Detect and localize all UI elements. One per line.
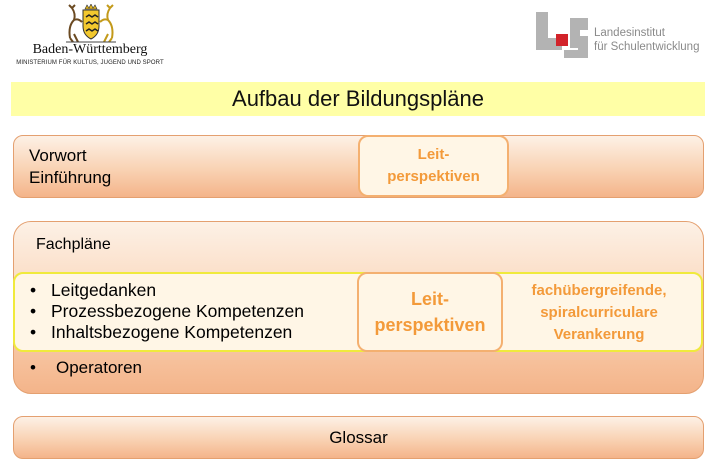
- landesinstitut-line2: für Schulentwicklung: [594, 41, 700, 53]
- fachplaene-list: Leitgedanken Prozessbezogene Kompetenzen…: [30, 280, 304, 343]
- landesinstitut-logo: Landesinstitut für Schulentwicklung: [534, 12, 710, 60]
- state-name: Baden-Württemberg: [32, 42, 148, 57]
- ls-logo-icon: [536, 12, 588, 58]
- ministry-name: MINISTERIUM FÜR KULTUS, JUGEND UND SPORT: [16, 60, 164, 66]
- leit-middle-line1: Leit-: [411, 289, 449, 309]
- glossar-panel: Glossar: [13, 416, 704, 459]
- leit-top-line1: Leit-: [417, 146, 450, 163]
- coat-of-arms-icon: [66, 4, 116, 43]
- leit-middle-line2: perspektiven: [374, 315, 486, 335]
- list-item: Inhaltsbezogene Kompetenzen: [30, 322, 304, 343]
- page-title: Aufbau der Bildungspläne: [11, 82, 705, 116]
- baden-wuerttemberg-logo: Baden-Württemberg MINISTERIUM FÜR KULTUS…: [10, 4, 170, 68]
- list-item: Leitgedanken: [30, 280, 304, 301]
- landesinstitut-text: Landesinstitut für Schulentwicklung: [594, 26, 699, 54]
- einfuehrung-label: Einführung: [29, 168, 112, 187]
- leitperspektiven-box-middle: Leit- perspektiven: [357, 272, 503, 352]
- vorwort-text: Vorwort Einführung: [29, 145, 111, 189]
- vorwort-label: Vorwort: [29, 146, 87, 165]
- fach-line2: spiralcurriculare: [540, 304, 658, 321]
- fachplaene-title: Fachpläne: [36, 236, 111, 253]
- glossar-label: Glossar: [329, 427, 388, 447]
- leitperspektiven-box-top: Leit- perspektiven: [358, 135, 509, 197]
- fach-line3: Verankerung: [553, 326, 645, 343]
- fachuebergreifend-text: fachübergreifende, spiralcurriculare Ver…: [504, 280, 694, 346]
- landesinstitut-line1: Landesinstitut: [594, 27, 665, 39]
- list-item: Prozessbezogene Kompetenzen: [30, 301, 304, 322]
- operatoren-item: • Operatoren: [30, 358, 142, 378]
- leit-top-line2: perspektiven: [387, 168, 480, 185]
- fach-line1: fachübergreifende,: [531, 282, 667, 299]
- operatoren-label: Operatoren: [56, 358, 142, 377]
- bullet-icon: •: [30, 358, 36, 377]
